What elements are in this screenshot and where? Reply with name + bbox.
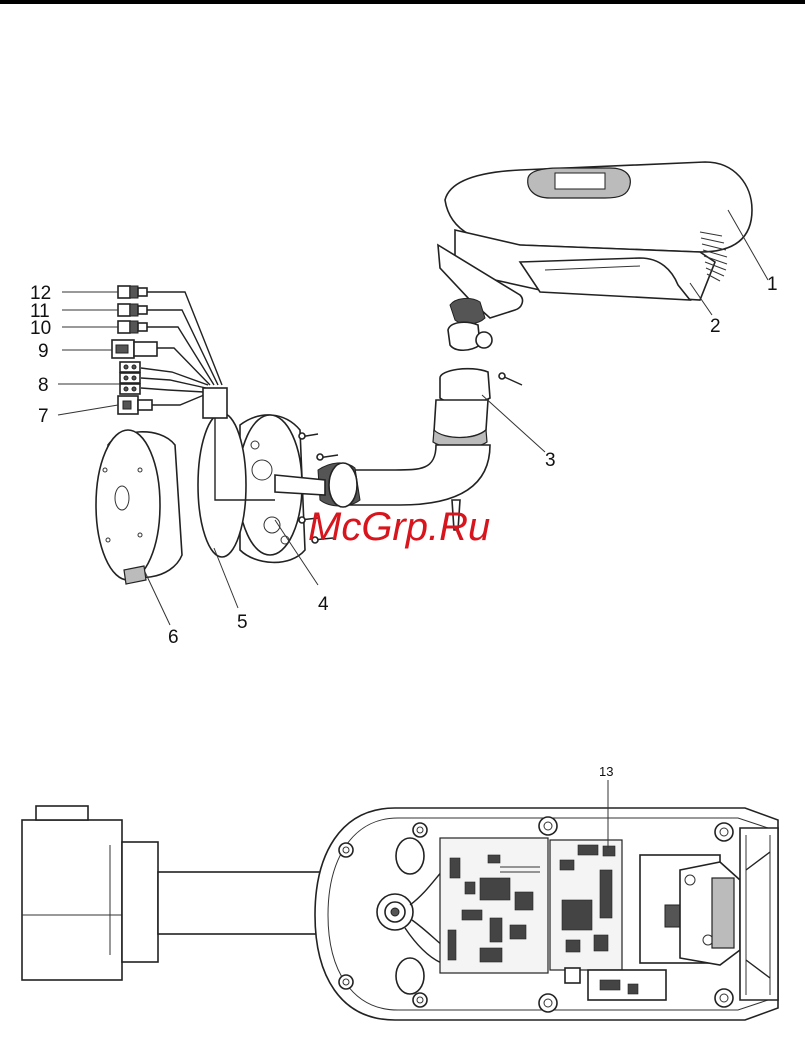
callout-9: 9 xyxy=(38,341,49,362)
pcb-secondary xyxy=(550,840,622,970)
mounting-arm xyxy=(340,245,522,505)
camera-body-interior xyxy=(315,808,778,1020)
exploded-view: 12 11 10 9 8 7 1 2 3 4 5 6 McGrp.Ru xyxy=(30,162,778,648)
callout-8: 8 xyxy=(38,375,49,396)
watermark: McGrp.Ru xyxy=(308,505,490,549)
connector-7-power xyxy=(118,396,152,414)
connector-12 xyxy=(118,286,147,298)
connector-10 xyxy=(118,321,147,333)
pcb-main xyxy=(440,838,548,973)
arm-side xyxy=(158,872,326,934)
callout-4: 4 xyxy=(318,594,329,615)
callout-5: 5 xyxy=(237,612,248,633)
callout-7: 7 xyxy=(38,406,49,427)
connector-8-terminals xyxy=(120,362,140,394)
callout-6: 6 xyxy=(168,627,179,648)
lens-module xyxy=(640,855,740,965)
interior-view: 13 xyxy=(22,764,778,1020)
junction-box-side xyxy=(22,806,158,980)
callout-1: 1 xyxy=(767,274,778,295)
callout-2: 2 xyxy=(710,316,721,337)
connector-11 xyxy=(118,304,147,316)
connector-9-network xyxy=(112,340,157,358)
callout-13: 13 xyxy=(599,764,613,779)
callout-3: 3 xyxy=(545,450,556,471)
junction-box xyxy=(96,430,182,584)
callout-10: 10 xyxy=(30,318,51,339)
gasket xyxy=(198,413,246,557)
front-window xyxy=(740,828,778,1000)
cable-connectors xyxy=(112,286,157,414)
